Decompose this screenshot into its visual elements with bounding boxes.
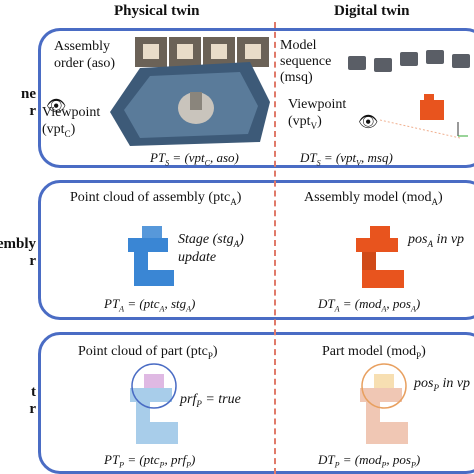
scene-point-cloud	[110, 62, 270, 146]
sequence-model-3	[400, 52, 418, 66]
ptc-part-label: Point cloud of part (ptcP)	[78, 344, 218, 361]
assembly-order-label: Assembly order (aso)	[54, 39, 116, 71]
part-level-panel	[38, 332, 474, 474]
part-model-label: Part model (modP)	[322, 344, 426, 361]
ptc-assembly-label: Point cloud of assembly (ptcA)	[70, 190, 242, 207]
viewpoint-c-label: Viewpoint (vptC)	[42, 105, 101, 139]
sequence-model-1	[348, 56, 366, 70]
dt-part-equation: DTP = (modP, posP)	[318, 452, 421, 470]
scene-level-panel	[38, 28, 474, 168]
part-model-render	[360, 363, 408, 444]
sequence-model-5	[452, 54, 470, 68]
sequence-model-2	[374, 58, 392, 72]
pt-scene-equation: PTS = (vptC, aso)	[150, 150, 239, 168]
assembly-model-render	[356, 226, 404, 288]
assembly-model-label: Assembly model (modA)	[304, 190, 443, 207]
virtual-eye-icon: 👁	[358, 114, 379, 131]
assembly-point-cloud	[128, 226, 174, 286]
digital-twin-header: Digital twin	[334, 3, 410, 19]
stage-label: Stage (stgA)	[178, 232, 244, 249]
dt-scene-equation: DTS = (vptV, msq)	[300, 150, 393, 168]
prf-label: prfP = true	[180, 392, 241, 409]
assembly-order-thumb-3	[202, 36, 236, 68]
pt-part-equation: PTP = (ptcP, prfP)	[104, 452, 196, 470]
part-point-cloud	[130, 363, 178, 444]
camera-eye-icon: 👁	[46, 98, 67, 115]
virtual-scene-model	[380, 94, 468, 139]
part-pos-label: posP in vp	[414, 376, 471, 393]
physical-twin-header: Physical twin	[114, 3, 200, 19]
sequence-model-4	[426, 50, 444, 64]
assembly-order-thumb-1	[134, 36, 168, 68]
dt-assembly-equation: DTA = (modA, posA)	[318, 296, 421, 314]
viewpoint-v-label: Viewpoint (vptV)	[288, 97, 347, 131]
assembly-pos-label: posA in vp	[408, 232, 465, 249]
pt-assembly-equation: PTA = (ptcA, stgA)	[104, 296, 196, 314]
model-sequence-label: Model sequence (msq)	[280, 38, 332, 85]
twin-divider	[274, 22, 276, 474]
side-label-row2: embly r	[0, 236, 36, 269]
side-label-row1: ne r	[21, 86, 36, 119]
side-label-row3: t r	[29, 384, 36, 417]
assembly-level-panel	[38, 180, 474, 320]
stage-update-label: update	[178, 250, 217, 265]
